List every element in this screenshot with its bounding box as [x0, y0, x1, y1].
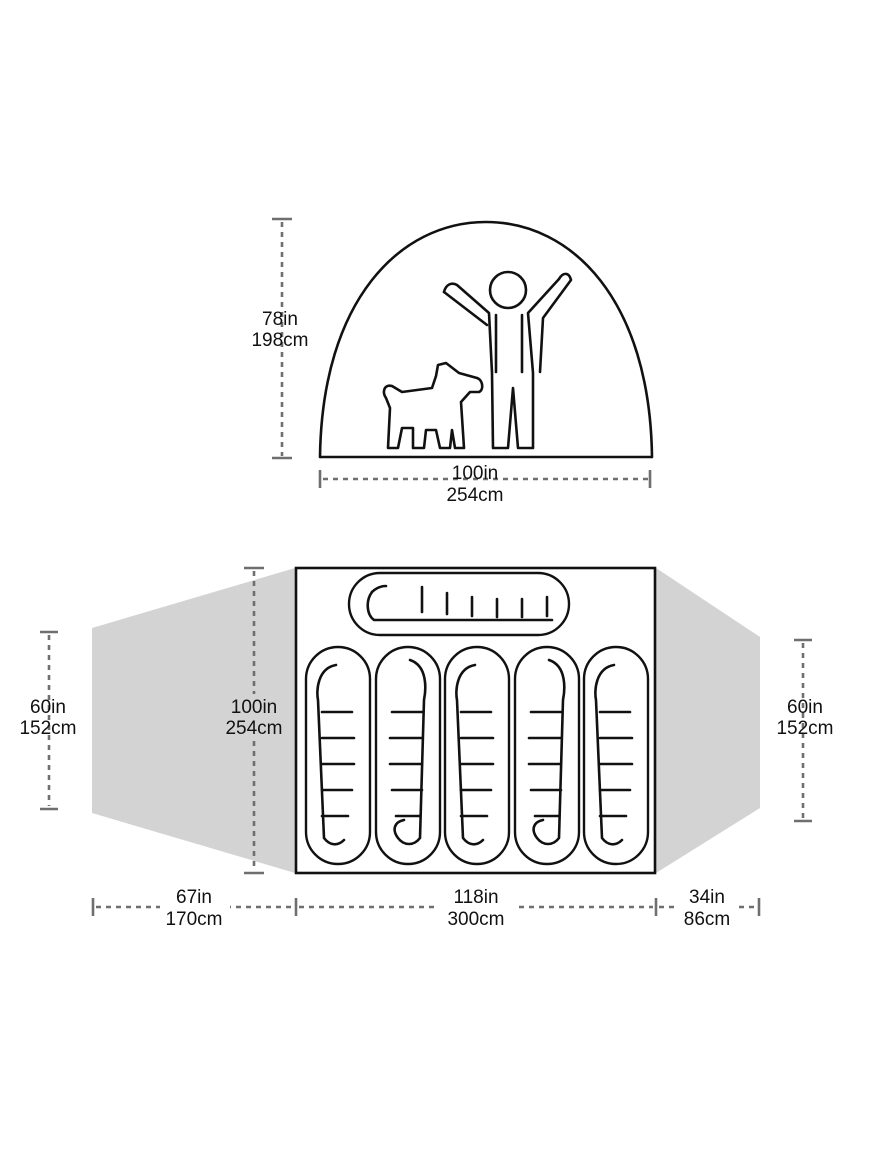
height-dimension	[272, 217, 292, 460]
left-depth-label-bg	[160, 884, 230, 930]
floor-width-in-label: 100in	[231, 697, 278, 718]
right-vestibule-width-dimension	[794, 638, 812, 823]
elevation-width-in-label: 100in	[452, 463, 499, 484]
sleeping-bag-icon	[582, 645, 650, 866]
sleeping-bag-icon	[513, 645, 581, 866]
person-icon	[442, 270, 573, 450]
floor-length-cm-label: 300cm	[447, 909, 504, 930]
right-depth-label-bg	[678, 884, 736, 930]
left-vestibule-width-in-label: 60in	[30, 697, 66, 718]
right-vestibule-depth-in-label: 34in	[689, 887, 725, 908]
tent-dome-outline	[318, 220, 654, 459]
sleeping-bag-icon	[347, 571, 571, 637]
floor-width-cm-label: 254cm	[225, 718, 282, 739]
right-vestibule	[656, 568, 760, 873]
height-cm-label: 198cm	[251, 330, 308, 351]
elevation-width-cm-label: 254cm	[446, 485, 503, 506]
left-vestibule-width-dimension	[40, 630, 58, 811]
left-vestibule	[92, 568, 295, 873]
right-vestibule-width-in-label: 60in	[787, 697, 823, 718]
dog-icon	[382, 361, 484, 450]
length-dimensions	[91, 898, 761, 916]
sleeping-bag-icon	[304, 645, 372, 866]
elevation-width-dimension	[318, 470, 652, 488]
floor-width-label-bg	[228, 694, 284, 740]
floor-length-in-label: 118in	[453, 887, 498, 908]
sleeping-bag-icon	[374, 645, 442, 866]
left-vestibule-depth-cm-label: 170cm	[165, 909, 222, 930]
right-vestibule-depth-cm-label: 86cm	[684, 909, 730, 930]
floor-length-label-bg	[438, 884, 514, 930]
tent-elevation: 78in 198cm 100in 254cm	[251, 217, 654, 506]
sleeping-bag-icon	[443, 645, 511, 866]
right-vestibule-width-cm-label: 152cm	[776, 718, 833, 739]
tent-floorplan: 60in 152cm 100in 254cm 60in 152cm	[19, 566, 834, 930]
height-in-label: 78in	[262, 309, 298, 330]
floor-width-dimension	[244, 566, 264, 875]
left-vestibule-depth-in-label: 67in	[176, 887, 212, 908]
left-vestibule-width-cm-label: 152cm	[19, 718, 76, 739]
